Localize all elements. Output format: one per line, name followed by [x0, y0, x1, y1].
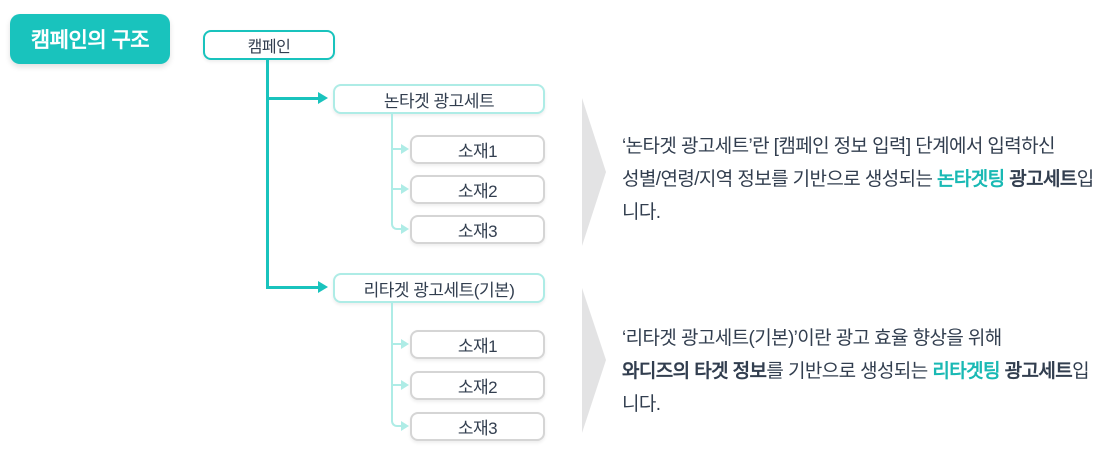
connector-group1-stub1	[391, 148, 403, 150]
text-segment: 입니다.	[622, 361, 1090, 415]
description-line: ‘리타겟 광고세트(기본)’이란 광고 효율 향상을 위해	[622, 328, 1002, 349]
connector-branch1	[266, 97, 320, 100]
text-segment: 를 기반으로 생성되는	[766, 361, 933, 382]
connector-group1-stub2	[391, 188, 403, 190]
text-segment: 리타겟팅	[932, 361, 1000, 382]
description-line: 와디즈의 타겟 정보를 기반으로 생성되는 리타겟팅 광고세트입니다.	[622, 355, 1104, 421]
page-title: 캠페인의 구조	[10, 14, 170, 64]
connector-group2-stub1	[391, 343, 403, 345]
adset-node-nontarget: 논타겟 광고세트	[333, 84, 545, 114]
arrowhead-group1-material1-icon	[401, 144, 409, 154]
flow-arrow-2-icon	[582, 288, 606, 433]
arrowhead-group2-material3-icon	[401, 421, 409, 431]
material-node: 소재1	[410, 330, 545, 359]
connector-group2-vertical	[391, 303, 402, 427]
text-segment: 입니다.	[622, 169, 1094, 223]
material-node: 소재3	[410, 215, 545, 244]
arrowhead-group2-material1-icon	[401, 339, 409, 349]
description-retarget: ‘리타겟 광고세트(기본)’이란 광고 효율 향상을 위해 와디즈의 타겟 정보…	[622, 322, 1104, 421]
description-line: 성별/연령/지역 정보를 기반으로 생성되는 논타겟팅 광고세트입니다.	[622, 163, 1104, 229]
material-node: 소재1	[410, 135, 545, 164]
connector-branch2	[266, 286, 320, 289]
arrowhead-branch1-icon	[318, 92, 328, 104]
material-node: 소재2	[410, 371, 545, 400]
text-segment: 성별/연령/지역 정보를 기반으로 생성되는	[622, 169, 938, 190]
campaign-node: 캠페인	[203, 30, 335, 60]
description-line: ‘논타겟 광고세트’란 [캠페인 정보 입력] 단계에서 입력하신	[622, 136, 1056, 157]
arrowhead-group2-material2-icon	[401, 380, 409, 390]
material-node: 소재3	[410, 412, 545, 441]
connector-group2-stub2	[391, 384, 403, 386]
text-segment: 광고세트	[1004, 361, 1073, 382]
arrowhead-branch2-icon	[318, 281, 328, 293]
arrowhead-group1-material3-icon	[401, 224, 409, 234]
connector-group1-vertical	[391, 114, 402, 230]
text-segment: 논타겟팅	[937, 169, 1005, 190]
adset-node-retarget: 리타겟 광고세트(기본)	[333, 273, 545, 303]
arrowhead-group1-material2-icon	[401, 184, 409, 194]
flow-arrow-1-icon	[582, 98, 606, 246]
text-segment: 광고세트	[1009, 169, 1077, 190]
connector-main-vertical	[266, 60, 269, 289]
description-nontarget: ‘논타겟 광고세트’란 [캠페인 정보 입력] 단계에서 입력하신 성별/연령/…	[622, 130, 1104, 229]
material-node: 소재2	[410, 175, 545, 204]
text-segment: 와디즈의 타겟 정보	[622, 361, 767, 382]
